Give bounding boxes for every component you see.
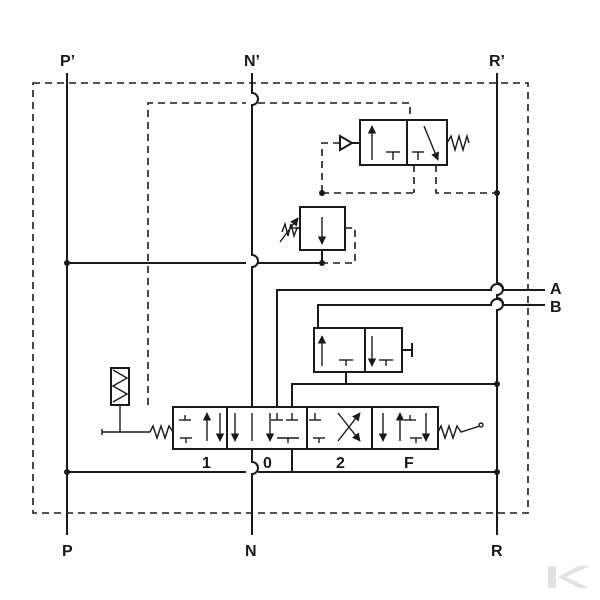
pilot-valve-top — [339, 119, 470, 166]
port-label-n-prime: N’ — [244, 53, 260, 70]
port-label-r: R — [491, 543, 503, 560]
junction-dot — [494, 381, 500, 387]
spring-icon — [149, 423, 174, 441]
spring-icon — [437, 423, 481, 441]
spring-icon — [446, 133, 470, 153]
junction-dot — [494, 469, 500, 475]
line-b — [317, 298, 545, 353]
line-a — [276, 283, 545, 407]
lever-actuator — [101, 367, 174, 441]
junction-dot — [319, 260, 325, 266]
port-label-b: B — [550, 299, 562, 316]
detent-actuator — [437, 422, 484, 441]
housing-boundary — [32, 82, 529, 514]
brand-logo-icon — [548, 566, 590, 588]
pilot-line-relief — [321, 142, 340, 192]
pilot-line-right — [435, 165, 497, 194]
junction-dot — [64, 260, 70, 266]
junction-dot — [64, 469, 70, 475]
relief-valve — [279, 206, 346, 263]
junction-dot — [319, 190, 325, 196]
spool-position-label-f: F — [404, 455, 414, 472]
pilot-line-relief-drain — [322, 227, 356, 264]
line-check-to-spool — [291, 383, 346, 407]
check-valve-block — [313, 327, 413, 373]
spool-position-label-1: 1 — [202, 455, 211, 472]
line-n — [251, 73, 259, 535]
port-label-p-prime: P’ — [60, 53, 75, 70]
port-label-a: A — [550, 281, 562, 298]
main-spool-valve — [172, 406, 439, 450]
pilot-line-top — [147, 102, 411, 405]
junction-dot — [494, 190, 500, 196]
port-label-r-prime: R’ — [489, 53, 505, 70]
port-label-p: P — [62, 543, 73, 560]
line-check-to-r — [345, 372, 497, 385]
spool-position-label-0: 0 — [263, 455, 272, 472]
spool-position-label-2: 2 — [336, 455, 345, 472]
port-label-n: N — [245, 543, 257, 560]
adjustable-spring-icon — [281, 221, 300, 239]
